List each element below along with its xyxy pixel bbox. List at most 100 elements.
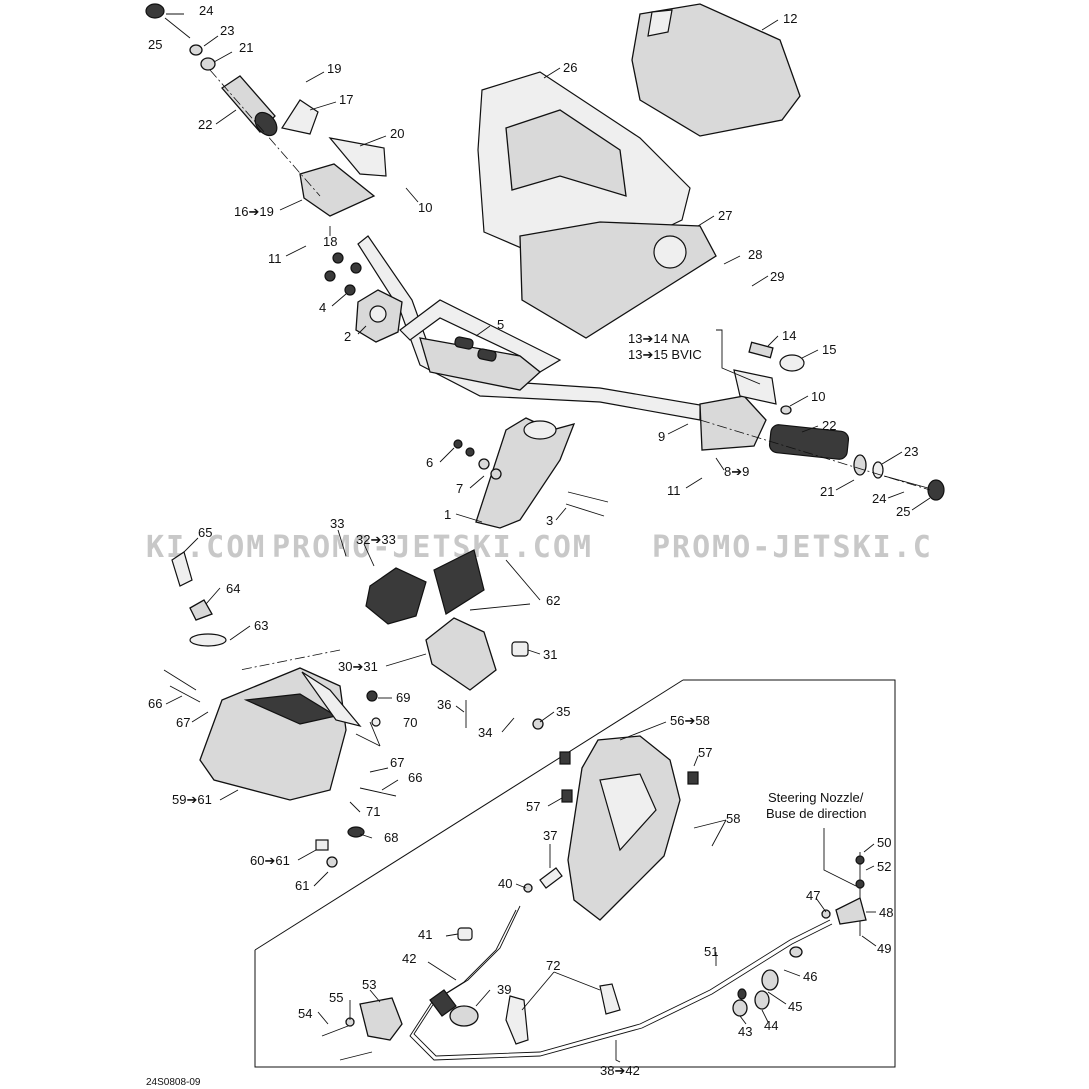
callout-66-right: 66	[408, 770, 422, 785]
callout-3: 3	[546, 513, 553, 528]
callout-58: 58	[726, 811, 740, 826]
callout-19: 19	[327, 61, 341, 76]
steering-stem	[453, 417, 609, 529]
callout-21-right: 21	[820, 484, 834, 499]
callout-11-right: 11	[667, 483, 681, 498]
cable-bracket	[559, 735, 699, 921]
watermark-left: KI.COM	[146, 530, 266, 565]
callout-32-33: 32➔33	[356, 532, 396, 547]
callout-22-right: 22	[822, 418, 836, 433]
watermark-center: PROMO-JETSKI.COM	[272, 530, 593, 565]
callout-21-left: 21	[239, 40, 253, 55]
callout-28: 28	[748, 247, 762, 262]
callout-12: 12	[783, 11, 797, 26]
callout-6: 6	[426, 455, 433, 470]
callout-52: 52	[877, 859, 891, 874]
callout-71: 71	[366, 804, 380, 819]
steering-support	[163, 551, 397, 868]
callout-54: 54	[298, 1006, 312, 1021]
callout-53: 53	[362, 977, 376, 992]
upper-cover	[631, 3, 801, 137]
callout-69: 69	[396, 690, 410, 705]
cable-group-frame	[254, 679, 896, 1068]
callout-67-left: 67	[176, 715, 190, 730]
callout-5: 5	[497, 317, 504, 332]
callout-46: 46	[803, 969, 817, 984]
callout-9: 9	[658, 429, 665, 444]
nuts	[324, 252, 362, 296]
callout-20: 20	[390, 126, 404, 141]
callout-10-right: 10	[811, 389, 825, 404]
callout-40: 40	[498, 876, 512, 891]
callout-62: 62	[546, 593, 560, 608]
callout-44: 44	[764, 1018, 778, 1033]
steering-column	[365, 549, 544, 730]
callout-42: 42	[402, 951, 416, 966]
callout-64: 64	[226, 581, 240, 596]
callout-59-61: 59➔61	[172, 792, 212, 807]
cable-group-frame-diagonal	[254, 679, 684, 951]
callout-14: 14	[782, 328, 796, 343]
callout-37: 37	[543, 828, 557, 843]
steering-cable	[409, 852, 867, 1061]
notes: 13➔14 NA 13➔15 BVIC Steering Nozzle/ Bus…	[146, 331, 866, 1088]
callout-29: 29	[770, 269, 784, 284]
callout-17: 17	[339, 92, 353, 107]
callout-43: 43	[738, 1024, 752, 1039]
callout-25-left: 25	[148, 37, 162, 52]
callout-10-left: 10	[418, 200, 432, 215]
callout-63: 63	[254, 618, 268, 633]
cable-mount-plate	[321, 997, 403, 1061]
handlebar	[357, 235, 701, 421]
callout-47: 47	[806, 888, 820, 903]
callout-2: 2	[344, 329, 351, 344]
note-nozzle-fr: Buse de direction	[766, 806, 866, 821]
callout-24-right: 24	[872, 491, 886, 506]
callout-27: 27	[718, 208, 732, 223]
callout-50: 50	[877, 835, 891, 850]
left-grip-assembly	[145, 3, 387, 217]
callout-23-left: 23	[220, 23, 234, 38]
callout-16-19: 16➔19	[234, 204, 274, 219]
callout-35: 35	[556, 704, 570, 719]
note-bvic: 13➔15 BVIC	[628, 347, 702, 362]
callout-65: 65	[198, 525, 212, 540]
callout-26: 26	[563, 60, 577, 75]
note-nozzle-en: Steering Nozzle/	[768, 790, 864, 805]
callout-48: 48	[879, 905, 893, 920]
callout-68: 68	[384, 830, 398, 845]
callout-11-left: 11	[268, 251, 282, 266]
callout-66-left: 66	[148, 696, 162, 711]
callout-57-left: 57	[526, 799, 540, 814]
watermark-right: PROMO-JETSKI.C	[652, 530, 933, 565]
callout-30-31: 30➔31	[338, 659, 378, 674]
callout-57-right: 57	[698, 745, 712, 760]
callout-39: 39	[497, 982, 511, 997]
callout-38-42: 38➔42	[600, 1063, 640, 1078]
callout-25-right: 25	[896, 504, 910, 519]
callout-55: 55	[329, 990, 343, 1005]
callout-22-left: 22	[198, 117, 212, 132]
callout-23-right: 23	[904, 444, 918, 459]
console-shroud	[477, 71, 717, 339]
callout-41: 41	[418, 927, 432, 942]
callout-1: 1	[444, 507, 451, 522]
callout-24-left: 24	[199, 3, 213, 18]
right-grip-assembly	[699, 341, 945, 501]
callout-34: 34	[478, 725, 492, 740]
callout-33: 33	[330, 516, 344, 531]
callout-51: 51	[704, 944, 718, 959]
callout-56-58: 56➔58	[670, 713, 710, 728]
leader-lines	[165, 13, 931, 1063]
callout-4: 4	[319, 300, 326, 315]
handlebar-clamp	[355, 289, 403, 343]
callout-72: 72	[546, 958, 560, 973]
callout-15: 15	[822, 342, 836, 357]
callout-67-right: 67	[390, 755, 404, 770]
callout-8-9: 8➔9	[724, 464, 749, 479]
callout-45: 45	[788, 999, 802, 1014]
callout-36: 36	[437, 697, 451, 712]
callout-labels: 24 25 23 21 19 17 22 20 10 16➔19 18 11 4…	[148, 3, 918, 1078]
callout-7: 7	[456, 481, 463, 496]
